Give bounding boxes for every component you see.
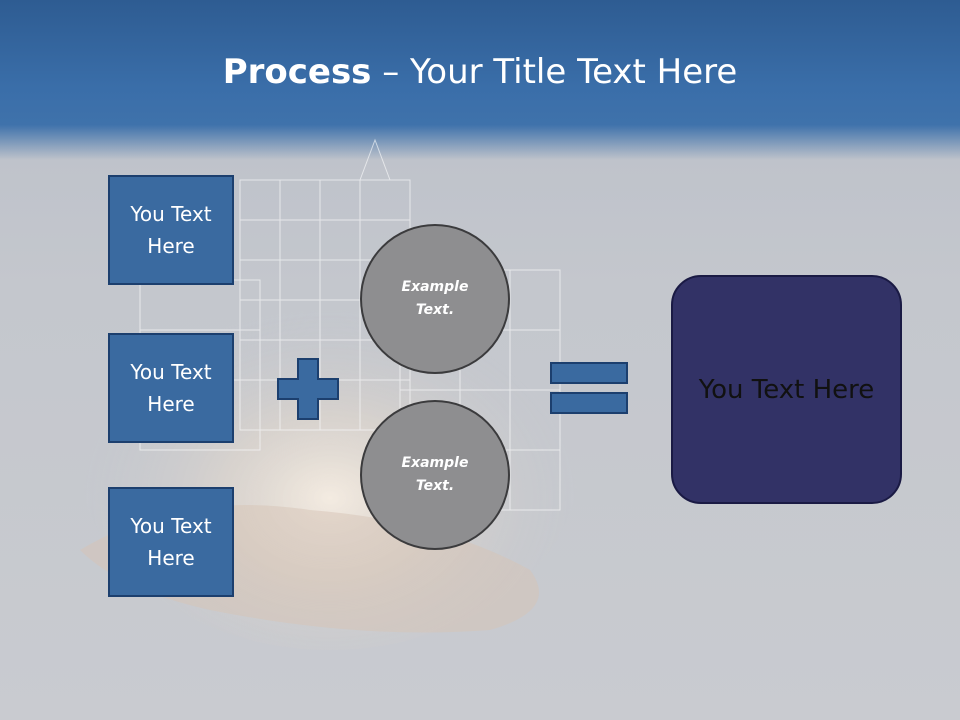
plus-icon (277, 358, 339, 420)
example-circle-2: Example Text. (360, 400, 510, 550)
example-circle-2-label: Example Text. (401, 455, 469, 494)
text-box-2-label: You Text Here (130, 360, 212, 416)
slide-title: Process – Your Title Text Here (0, 52, 960, 92)
text-box-2: You Text Here (108, 333, 234, 443)
equals-icon (550, 362, 628, 414)
title-bold: Process (222, 52, 372, 92)
example-circle-1-label: Example Text. (401, 279, 469, 318)
title-bar (0, 0, 960, 160)
result-box-label: You Text Here (698, 374, 875, 405)
text-box-3-label: You Text Here (130, 514, 212, 570)
text-box-1-label: You Text Here (130, 202, 212, 258)
example-circle-1: Example Text. (360, 224, 510, 374)
text-box-3: You Text Here (108, 487, 234, 597)
title-rest: – Your Title Text Here (371, 52, 738, 92)
result-box: You Text Here (671, 275, 902, 504)
text-box-1: You Text Here (108, 175, 234, 285)
